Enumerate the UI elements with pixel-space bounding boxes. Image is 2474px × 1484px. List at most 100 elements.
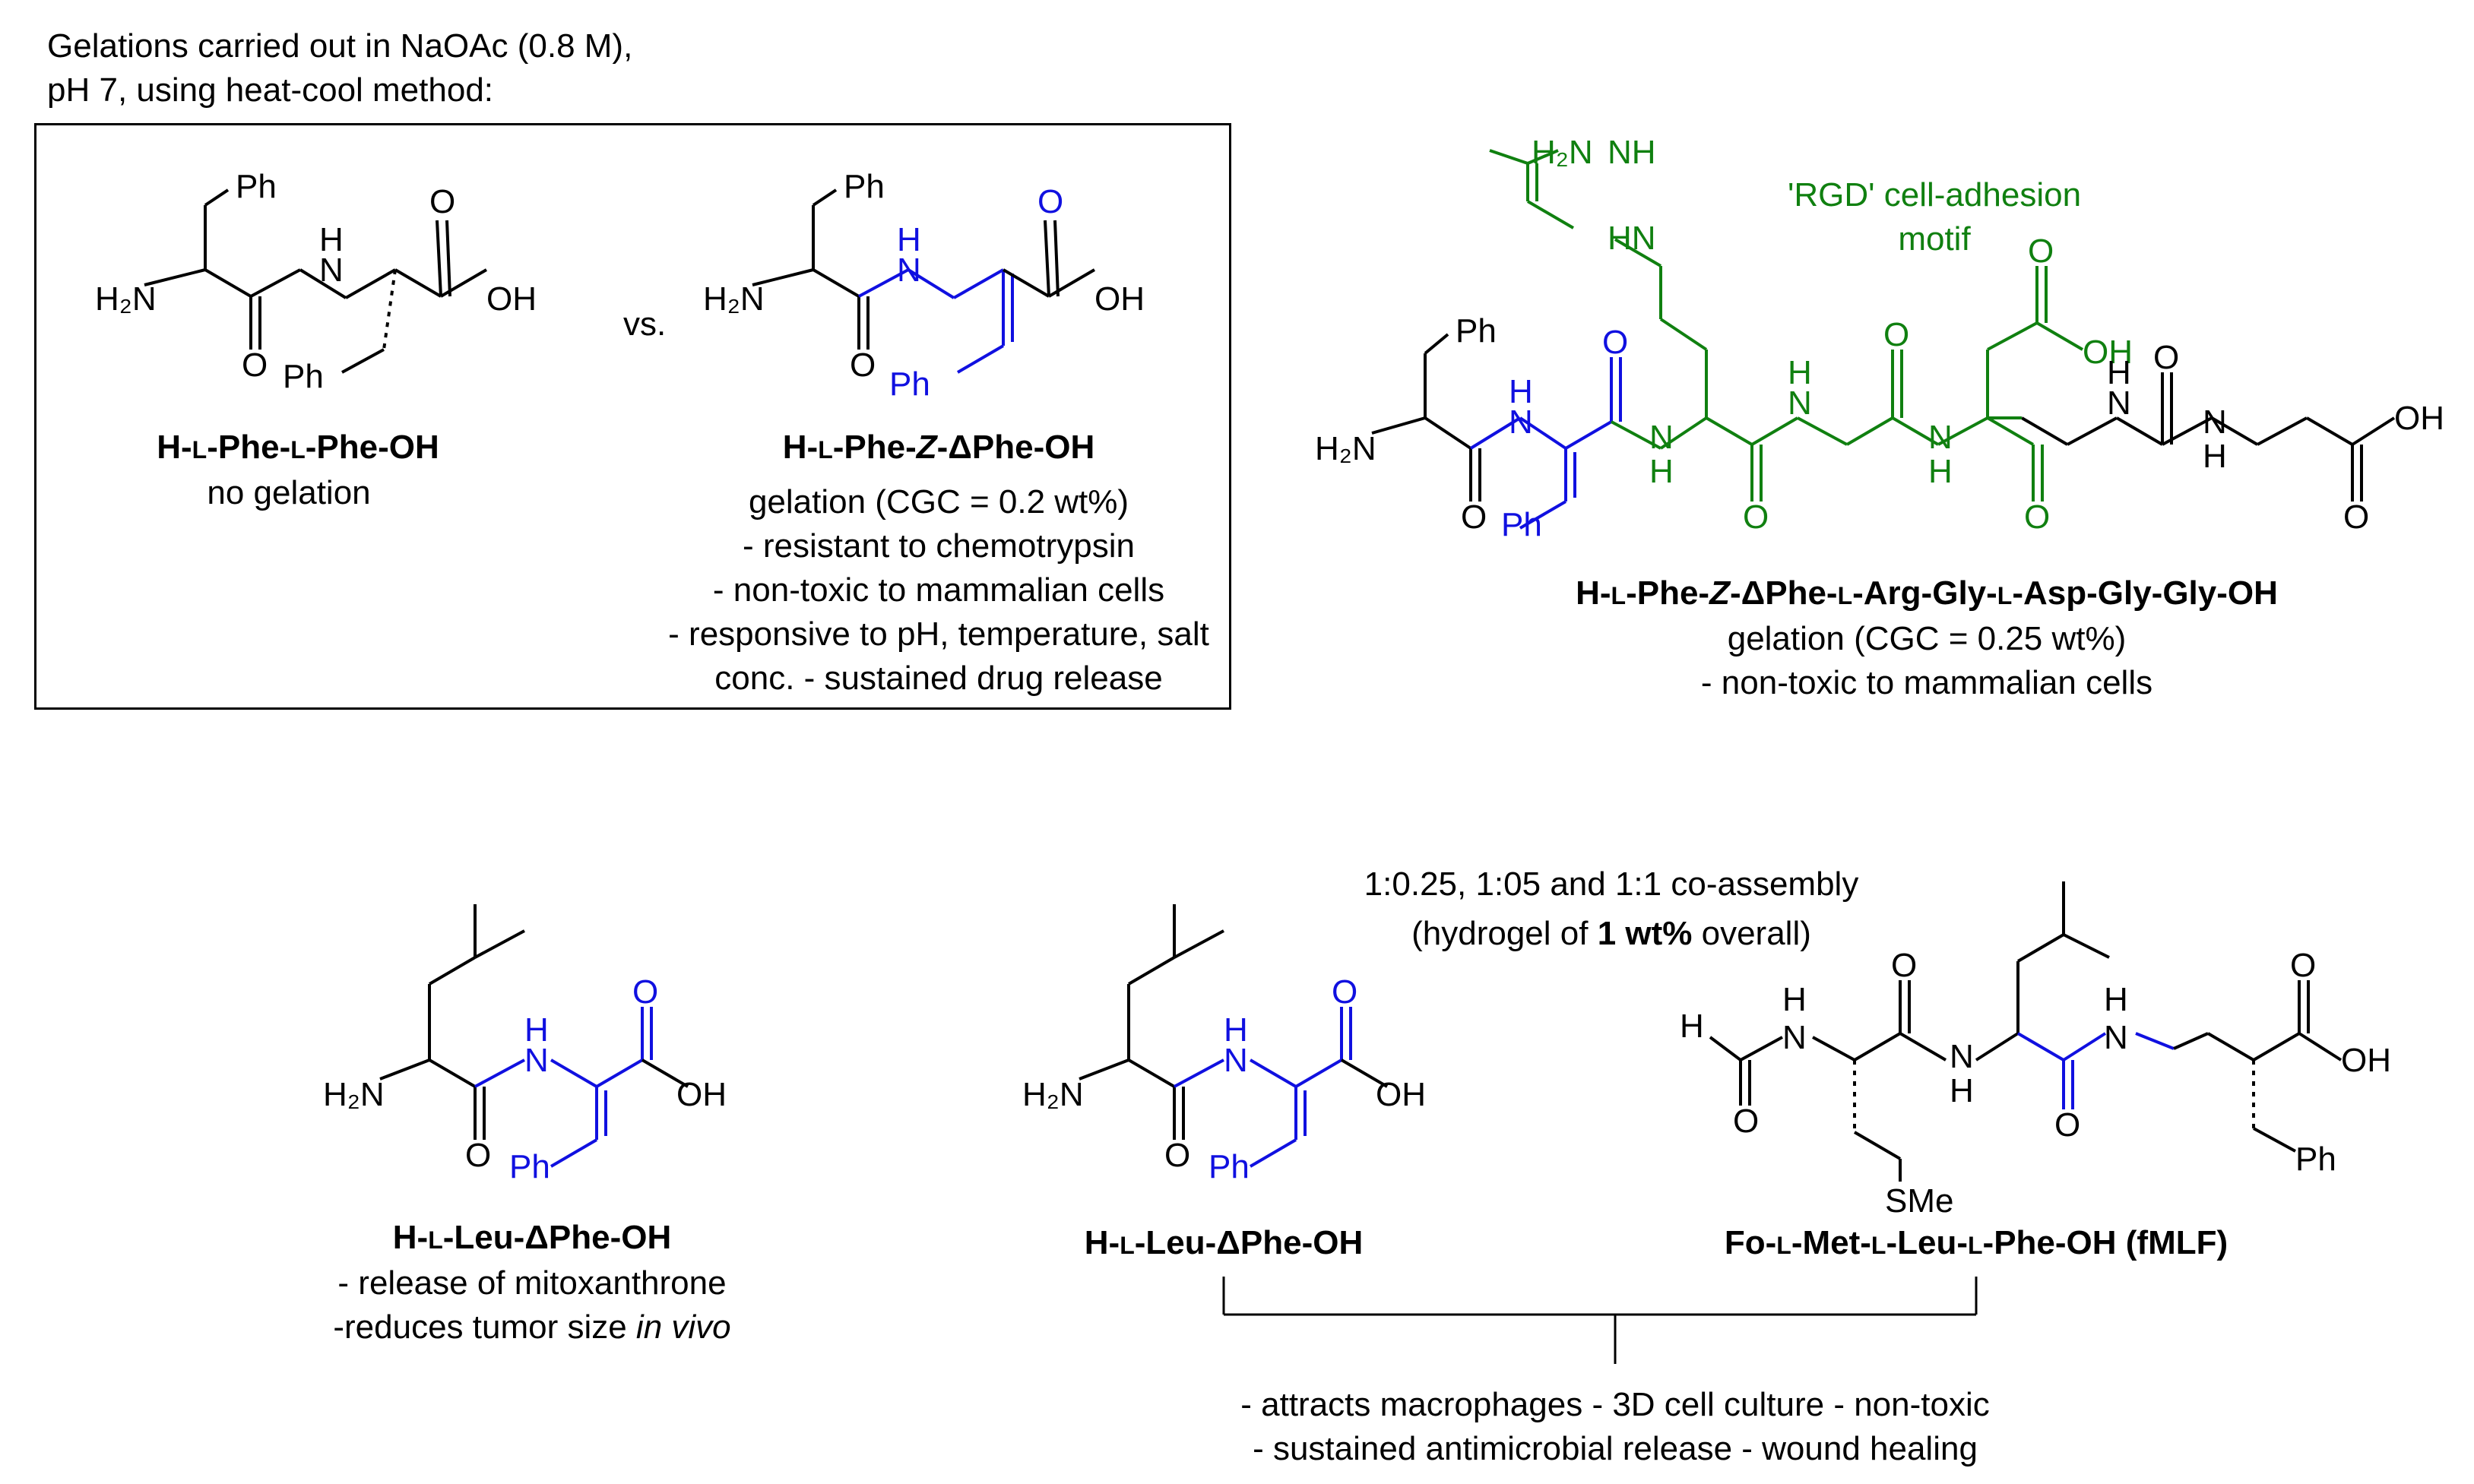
phe-dphe-desc-1: gelation (CGC = 0.2 wt%) bbox=[748, 483, 1129, 521]
rgd-atom-guan-nh: NH bbox=[1608, 134, 1656, 171]
fmlf-atom-n-1: N bbox=[1782, 1019, 1807, 1056]
structure-rgd-black bbox=[1371, 333, 2396, 502]
compound-name-fmlf: Fo-L-Met-L-Leu-L-Phe-OH (fMLF) bbox=[1724, 1224, 2229, 1261]
outcome-line-1: - attracts macrophages - 3D cell culture… bbox=[1240, 1386, 1990, 1423]
leu-dphe-1-atom-nh2: H₂N bbox=[323, 1076, 385, 1113]
leu-dphe-2-atom-oh: OH bbox=[1376, 1076, 1426, 1113]
rgd-atom-o-4: O bbox=[1883, 316, 1909, 353]
fmlf-atom-h-1: H bbox=[1782, 981, 1807, 1018]
compound-name-leu-dphe-1: H-L-Leu-ΔPhe-OH bbox=[392, 1219, 672, 1256]
rgd-motif-label-1: 'RGD' cell-adhesion bbox=[1787, 176, 2082, 214]
rgd-atom-guan-hn: HN bbox=[1608, 220, 1656, 257]
intro-line-2: pH 7, using heat-cool method: bbox=[47, 71, 494, 109]
leu-dphe-1-atom-o: O bbox=[632, 973, 658, 1011]
rgd-desc-1: gelation (CGC = 0.25 wt%) bbox=[1727, 620, 2127, 657]
phe-dphe-atom-ph-top: Ph bbox=[844, 168, 885, 205]
rgd-motif-label-2: motif bbox=[1898, 220, 1971, 258]
phe-dphe-atom-n: N bbox=[897, 252, 921, 289]
rgd-atom-n-5: N bbox=[2107, 384, 2131, 422]
fmlf-atom-n-3: N bbox=[2104, 1019, 2128, 1056]
structure-rgd-green bbox=[1489, 149, 2084, 502]
leu-dphe-desc-2: -reduces tumor size in vivo bbox=[333, 1308, 731, 1346]
phe-phe-description: no gelation bbox=[207, 474, 371, 511]
rgd-atom-nh2: H₂N bbox=[1315, 430, 1376, 467]
rgd-atom-o-1: O bbox=[1461, 498, 1487, 536]
phe-phe-atom-o-amide: O bbox=[242, 346, 268, 384]
rgd-atom-h-3: H bbox=[1788, 354, 1812, 391]
phe-dphe-atom-nh2: H₂N bbox=[703, 280, 765, 318]
structure-rgd-blue bbox=[1469, 357, 1622, 530]
outcome-line-2: - sustained antimicrobial release - woun… bbox=[1253, 1430, 1978, 1467]
leu-dphe-2-atom-n: N bbox=[1224, 1042, 1248, 1079]
leu-dphe-2-atom-o: O bbox=[1332, 973, 1357, 1011]
rgd-desc-2: - non-toxic to mammalian cells bbox=[1700, 664, 2153, 701]
rgd-atom-n-3: N bbox=[1788, 384, 1812, 422]
phe-dphe-atom-oh: OH bbox=[1094, 280, 1145, 318]
rgd-atom-h-6: H bbox=[2203, 438, 2227, 475]
vs-label: vs. bbox=[623, 305, 667, 343]
rgd-atom-n-2: N bbox=[1649, 419, 1674, 456]
phe-phe-atom-ph-bottom: Ph bbox=[283, 358, 324, 395]
phe-dphe-desc-5: conc. - sustained drug release bbox=[714, 660, 1163, 697]
leu-dphe-2-atom-nh2: H₂N bbox=[1022, 1076, 1084, 1113]
rgd-atom-o-3: O bbox=[1743, 498, 1769, 536]
phe-dphe-atom-o-amide: O bbox=[850, 346, 876, 384]
fmlf-atom-h-formyl: H bbox=[1680, 1008, 1704, 1045]
leu-dphe-2-atom-o-amide: O bbox=[1164, 1137, 1190, 1174]
leu-dphe-1-atom-ph: Ph bbox=[509, 1148, 550, 1185]
rgd-atom-o-2: O bbox=[1602, 324, 1628, 361]
phe-phe-atom-n: N bbox=[319, 252, 344, 289]
rgd-atom-n-1: N bbox=[1509, 403, 1533, 441]
leu-dphe-1-atom-h: H bbox=[524, 1011, 549, 1049]
fmlf-atom-oh: OH bbox=[2341, 1042, 2391, 1079]
phe-phe-atom-nh2: H₂N bbox=[95, 280, 157, 318]
rgd-atom-h-5: H bbox=[2107, 354, 2131, 391]
rgd-atom-guan-nh2: H₂N bbox=[1532, 134, 1593, 171]
rgd-atom-n-4: N bbox=[1928, 419, 1953, 456]
coassembly-bracket bbox=[1222, 1277, 1978, 1364]
gelation-conditions-box bbox=[34, 123, 1231, 710]
compound-name-rgd: H-L-Phe-Z-ΔPhe-L-Arg-Gly-L-Asp-Gly-Gly-O… bbox=[1576, 574, 2278, 612]
phe-phe-atom-oh: OH bbox=[486, 280, 537, 318]
structure-leu-dphe-1 bbox=[379, 904, 525, 1140]
leu-dphe-2-atom-h: H bbox=[1224, 1011, 1248, 1049]
rgd-atom-o-6: O bbox=[2028, 233, 2054, 270]
rgd-atom-oh: OH bbox=[2394, 400, 2444, 437]
coassembly-line-2: (hydrogel of 1 wt% overall) bbox=[1411, 915, 1811, 952]
compound-name-leu-dphe-2: H-L-Leu-ΔPhe-OH bbox=[1084, 1224, 1364, 1261]
rgd-atom-o-8: O bbox=[2343, 498, 2369, 536]
compound-name-phe-phe: H-L-Phe-L-Phe-OH bbox=[157, 429, 439, 466]
phe-phe-atom-ph-top: Ph bbox=[236, 168, 277, 205]
rgd-atom-h-1: H bbox=[1509, 373, 1533, 410]
phe-dphe-desc-2: - resistant to chemotrypsin bbox=[743, 527, 1135, 565]
fmlf-atom-o-3: O bbox=[2290, 947, 2316, 984]
leu-dphe-1-atom-oh: OH bbox=[676, 1076, 727, 1113]
rgd-atom-ph-bottom: Ph bbox=[1501, 506, 1542, 543]
intro-line-1: Gelations carried out in NaOAc (0.8 M), bbox=[47, 27, 633, 65]
rgd-atom-n-6: N bbox=[2203, 403, 2227, 441]
phe-dphe-desc-4: - responsive to pH, temperature, salt bbox=[668, 615, 1209, 653]
leu-dphe-1-atom-o-amide: O bbox=[465, 1137, 491, 1174]
phe-dphe-desc-3: - non-toxic to mammalian cells bbox=[712, 571, 1165, 609]
fmlf-atom-o-1: O bbox=[1891, 947, 1917, 984]
fmlf-atom-h-2: H bbox=[1950, 1072, 1974, 1109]
phe-phe-atom-h: H bbox=[319, 221, 344, 258]
phe-dphe-atom-h: H bbox=[897, 221, 921, 258]
fmlf-atom-sme: SMe bbox=[1885, 1182, 1953, 1220]
fmlf-atom-o-2: O bbox=[2054, 1106, 2080, 1144]
structure-fmlf bbox=[1709, 881, 2343, 1182]
phe-phe-atom-o-carboxyl: O bbox=[429, 183, 455, 220]
rgd-atom-o-7: O bbox=[2153, 339, 2179, 376]
leu-dphe-2-atom-ph: Ph bbox=[1208, 1148, 1250, 1185]
rgd-atom-oh-asp: OH bbox=[2083, 334, 2133, 371]
compound-name-phe-dphe: H-L-Phe-Z-ΔPhe-OH bbox=[782, 429, 1095, 466]
structure-leu-dphe-2 bbox=[1079, 904, 1224, 1140]
fmlf-atom-n-2: N bbox=[1950, 1038, 1974, 1075]
structure-phe-phe bbox=[144, 188, 488, 374]
phe-dphe-atom-o-carboxyl: O bbox=[1037, 183, 1063, 220]
fmlf-atom-o-formyl: O bbox=[1733, 1103, 1759, 1140]
rgd-atom-o-5: O bbox=[2024, 498, 2050, 536]
structure-phe-dphe-blue bbox=[858, 268, 1014, 374]
